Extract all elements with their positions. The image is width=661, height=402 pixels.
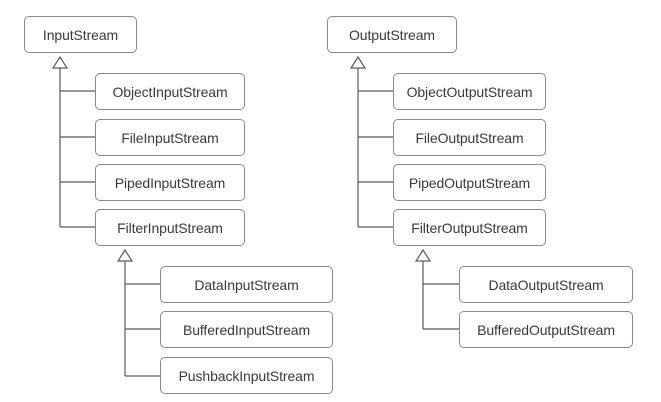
node-objectoutputstream: ObjectOutputStream xyxy=(393,73,546,110)
node-bufferedoutputstream: BufferedOutputStream xyxy=(459,311,633,348)
node-objectinputstream: ObjectInputStream xyxy=(95,73,245,110)
node-fileoutputstream: FileOutputStream xyxy=(393,119,546,156)
node-bufferedinputstream: BufferedInputStream xyxy=(160,311,333,348)
node-pipedoutputstream: PipedOutputStream xyxy=(393,164,546,201)
node-inputstream: InputStream xyxy=(24,16,137,53)
inheritance-arrow-filteroutputstream xyxy=(414,248,432,262)
node-dataoutputstream: DataOutputStream xyxy=(459,266,633,303)
inheritance-arrow-inputstream xyxy=(51,55,69,69)
node-outputstream: OutputStream xyxy=(327,16,457,53)
node-datainputstream: DataInputStream xyxy=(160,266,333,303)
inheritance-arrow-filterinputstream xyxy=(116,248,134,262)
inheritance-arrow-outputstream xyxy=(349,55,367,69)
node-pushbackinputstream: PushbackInputStream xyxy=(160,357,333,394)
node-filteroutputstream: FilterOutputStream xyxy=(393,209,546,246)
node-pipedinputstream: PipedInputStream xyxy=(95,164,245,201)
node-filterinputstream: FilterInputStream xyxy=(95,209,245,246)
node-fileinputstream: FileInputStream xyxy=(95,119,245,156)
